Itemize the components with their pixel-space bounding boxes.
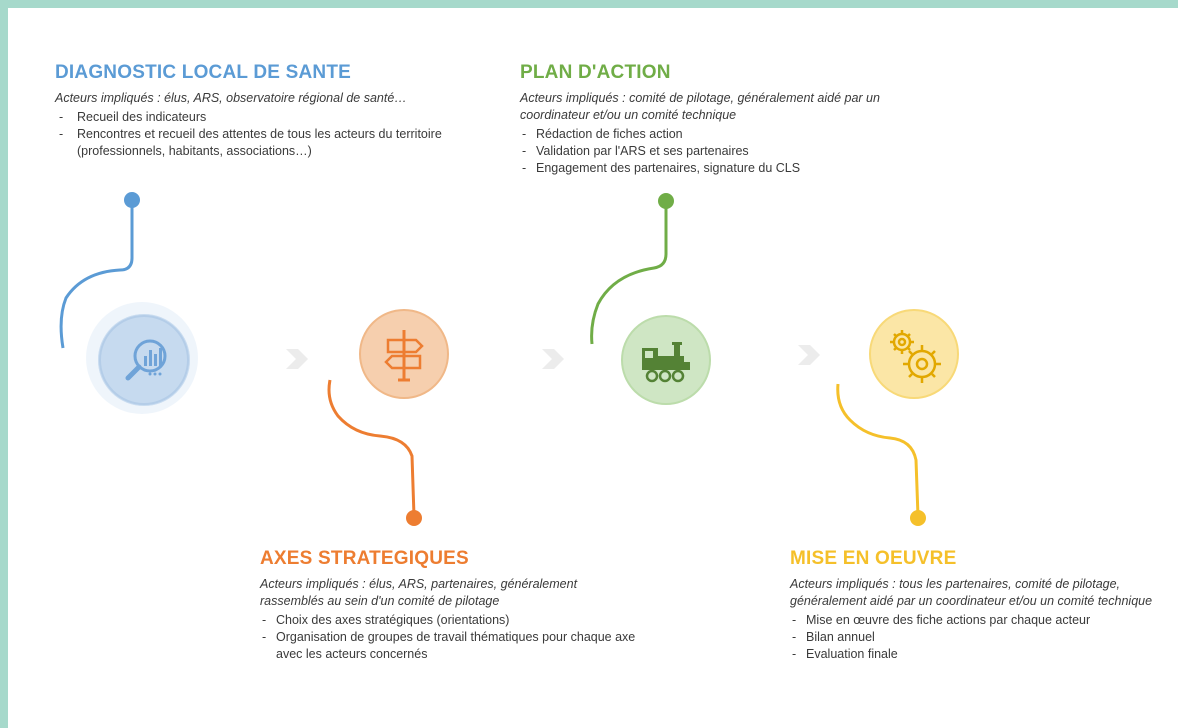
diagram-canvas: DIAGNOSTIC LOCAL DE SANTE Acteurs impliq… — [8, 8, 1178, 728]
step-diagnostic-list: Recueil des indicateurs Rencontres et re… — [55, 109, 455, 160]
step-plan-actors: Acteurs impliqués : comité de pilotage, … — [520, 91, 880, 122]
step-axes-block: AXES STRATEGIQUES Acteurs impliqués : él… — [260, 548, 640, 663]
connector-plan — [590, 201, 668, 345]
gears-icon — [869, 309, 959, 399]
list-item: Organisation de groupes de travail théma… — [260, 629, 640, 663]
step-plan-title: PLAN D'ACTION — [520, 62, 671, 83]
signpost-icon — [359, 309, 449, 399]
step-axes-title: AXES STRATEGIQUES — [260, 548, 469, 569]
step-mise-list: Mise en œuvre des fiche actions par chaq… — [790, 612, 1176, 663]
stage-plan-circle — [620, 314, 712, 406]
step-plan-block: PLAN D'ACTION Acteurs impliqués : comité… — [520, 62, 940, 177]
list-item: Rédaction de fiches action — [520, 126, 940, 143]
connector-diagnostic — [59, 200, 134, 349]
dot-diagnostic — [124, 192, 140, 208]
list-item: Choix des axes stratégiques (orientation… — [260, 612, 640, 629]
dot-plan — [658, 193, 674, 209]
dot-mise — [910, 510, 926, 526]
list-item: Rencontres et recueil des attentes de to… — [55, 126, 455, 160]
step-diagnostic-block: DIAGNOSTIC LOCAL DE SANTE Acteurs impliq… — [55, 62, 455, 160]
stage-diagnostic-circle — [86, 302, 198, 414]
list-item: Mise en œuvre des fiche actions par chaq… — [790, 612, 1176, 629]
train-icon — [621, 315, 711, 405]
list-item: Bilan annuel — [790, 629, 1176, 646]
stage-axes-circle — [358, 308, 450, 400]
step-plan-list: Rédaction de fiches action Validation pa… — [520, 126, 940, 177]
connector-axes — [327, 379, 416, 517]
arrow-icon — [286, 349, 308, 369]
connector-lines — [59, 192, 926, 526]
step-axes-actors: Acteurs impliqués : élus, ARS, partenair… — [260, 577, 578, 608]
step-axes-list: Choix des axes stratégiques (orientation… — [260, 612, 640, 663]
list-item: Engagement des partenaires, signature du… — [520, 160, 940, 177]
step-mise-title: MISE EN OEUVRE — [790, 548, 957, 569]
magnifier-chart-icon — [98, 314, 190, 406]
step-mise-block: MISE EN OEUVRE Acteurs impliqués : tous … — [790, 548, 1176, 663]
list-item: Validation par l'ARS et ses partenaires — [520, 143, 940, 160]
list-item: Evaluation finale — [790, 646, 1176, 663]
arrow-icon — [542, 349, 564, 369]
arrow-icon — [798, 345, 820, 365]
dot-axes — [406, 510, 422, 526]
step-diagnostic-title: DIAGNOSTIC LOCAL DE SANTE — [55, 62, 351, 83]
stage-mise-circle — [868, 308, 960, 400]
step-mise-actors: Acteurs impliqués : tous les partenaires… — [790, 577, 1153, 608]
list-item: Recueil des indicateurs — [55, 109, 455, 126]
step-diagnostic-actors: Acteurs impliqués : élus, ARS, observato… — [55, 91, 407, 105]
connector-mise — [836, 383, 920, 517]
